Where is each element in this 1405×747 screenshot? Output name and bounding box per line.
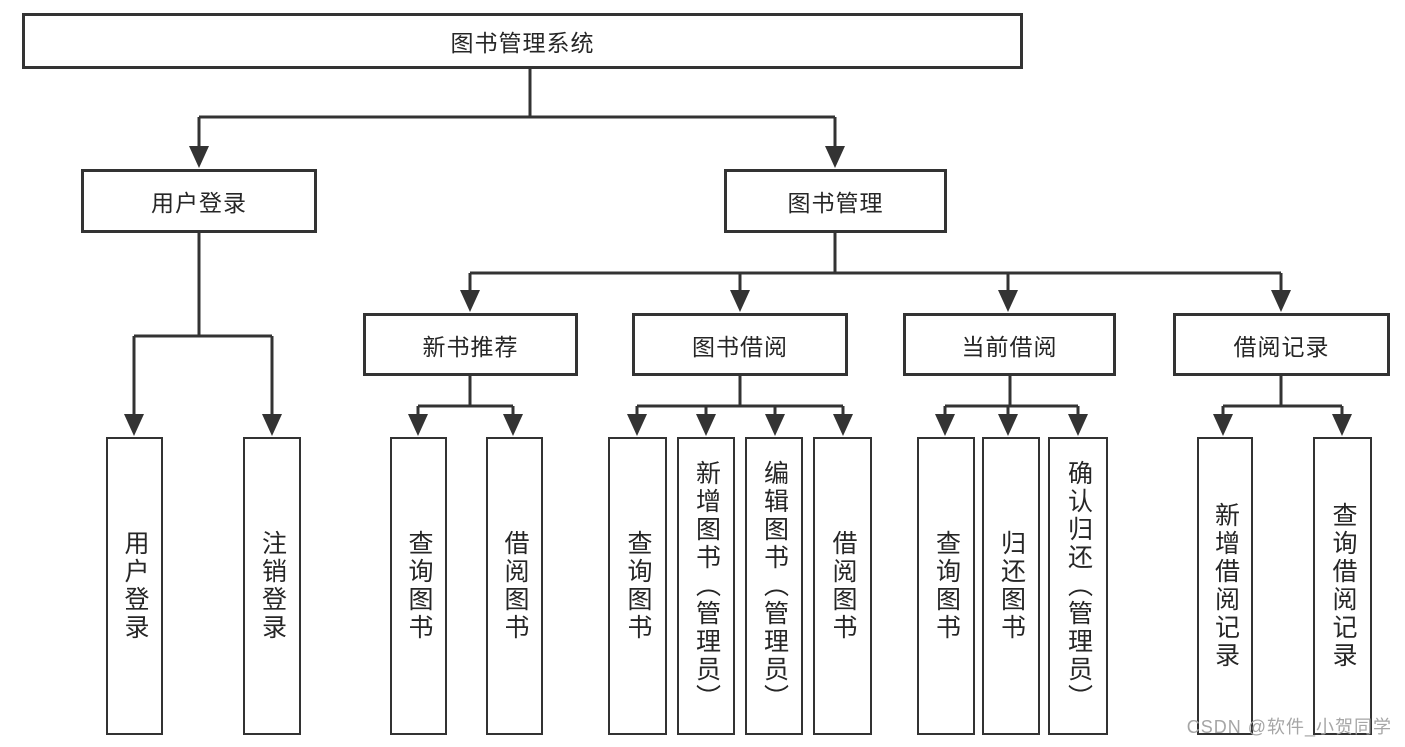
leaf-borrow-books-2: 借阅图书: [813, 437, 872, 735]
node-label: 图书管理系统: [450, 30, 595, 56]
leaf-query-borrow-record: 查询借阅记录: [1313, 437, 1372, 735]
leaf-label: 用户登录: [121, 530, 149, 642]
node-new-book-recommendation: 新书推荐: [363, 313, 578, 376]
node-current-borrowing: 当前借阅: [903, 313, 1116, 376]
leaf-add-book-admin: 新增图书（管理员）: [677, 437, 735, 735]
node-label: 借阅记录: [1233, 333, 1330, 360]
leaf-confirm-return-admin: 确认归还（管理员）: [1048, 437, 1108, 735]
arrowheads: [124, 146, 1352, 436]
leaf-label: 借阅图书: [829, 530, 857, 642]
leaf-label: 查询图书: [624, 530, 652, 642]
node-label: 当前借阅: [961, 333, 1058, 360]
leaf-label: 注销登录: [258, 530, 287, 642]
node-book-borrowing: 图书借阅: [632, 313, 848, 376]
node-user-login: 用户登录: [81, 169, 317, 233]
leaf-label: 新增借阅记录: [1211, 502, 1240, 670]
leaf-add-borrow-record: 新增借阅记录: [1197, 437, 1253, 735]
leaf-return-books: 归还图书: [982, 437, 1040, 735]
node-book-management: 图书管理: [724, 169, 947, 233]
leaf-label: 归还图书: [997, 530, 1026, 642]
node-label: 图书借阅: [692, 333, 788, 360]
node-label: 用户登录: [151, 190, 247, 216]
node-borrowing-records: 借阅记录: [1173, 313, 1390, 376]
leaf-label: 新增图书（管理员）: [692, 460, 721, 712]
leaf-label: 查询图书: [932, 530, 961, 642]
leaf-edit-book-admin: 编辑图书（管理员）: [745, 437, 803, 735]
leaf-borrow-books-1: 借阅图书: [486, 437, 543, 735]
leaf-label: 确认归还（管理员）: [1064, 460, 1093, 712]
csdn-watermark: CSDN @软件_小贺同学: [1186, 717, 1392, 737]
leaf-label: 编辑图书（管理员）: [760, 460, 789, 712]
leaf-label: 查询图书: [405, 530, 433, 642]
node-library-management-system: 图书管理系统: [22, 13, 1023, 69]
leaf-user-login: 用户登录: [106, 437, 163, 735]
leaf-query-books-1: 查询图书: [390, 437, 447, 735]
node-label: 新书推荐: [422, 333, 519, 360]
leaf-logout: 注销登录: [243, 437, 301, 735]
node-label: 图书管理: [787, 190, 884, 216]
leaf-label: 查询借阅记录: [1329, 502, 1357, 670]
leaf-query-books-3: 查询图书: [917, 437, 975, 735]
leaf-query-books-2: 查询图书: [608, 437, 667, 735]
leaf-label: 借阅图书: [501, 530, 529, 642]
